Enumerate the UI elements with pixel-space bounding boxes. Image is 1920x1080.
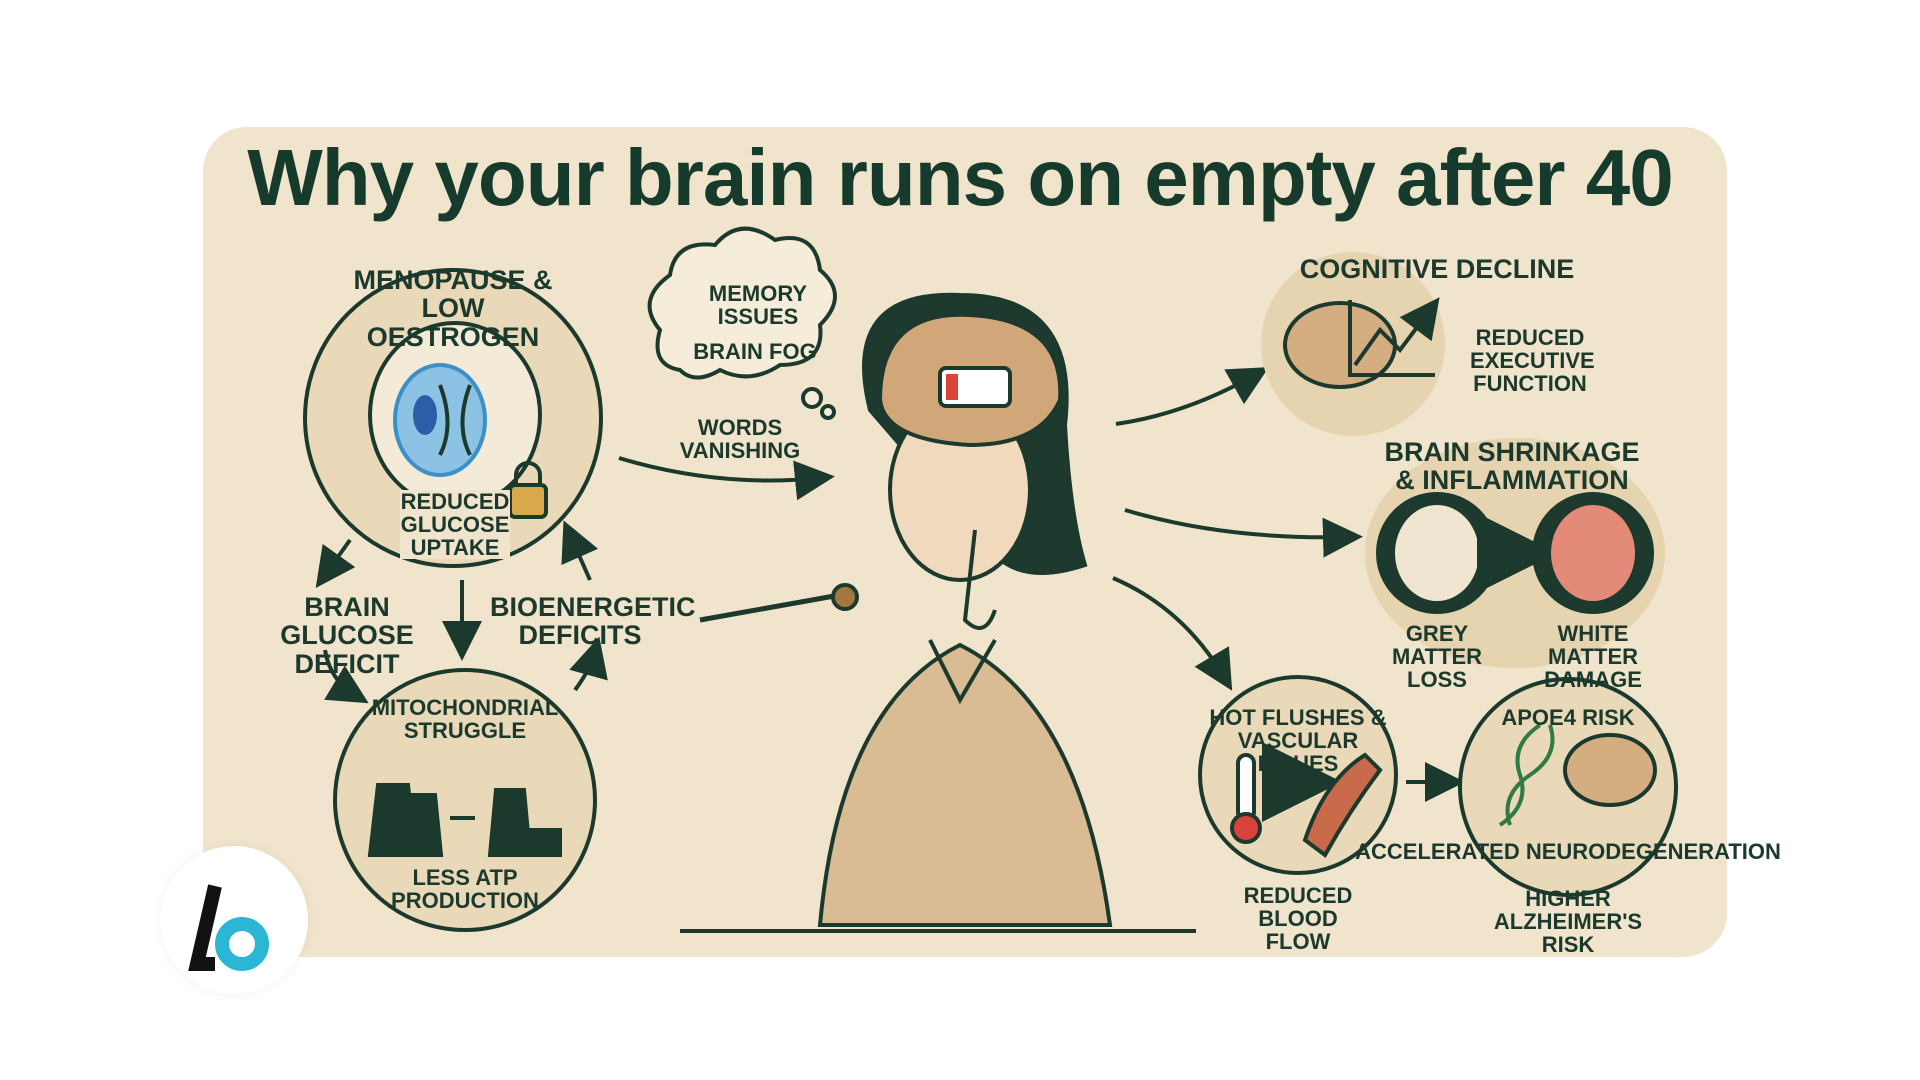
- power-plant-icon: [367, 783, 562, 857]
- mitochondria-heading: MITOCHONDRIAL STRUGGLE: [371, 695, 559, 744]
- words-vanishing-text: WORDS VANISHING: [679, 415, 801, 464]
- logo-b-icon: [188, 884, 269, 971]
- brain-scan-icon: [368, 321, 542, 509]
- glucose-uptake-caption: REDUCED GLUCOSE UPTAKE: [400, 489, 510, 561]
- brain-icon: [1563, 733, 1657, 807]
- alzheimers-caption: HIGHER ALZHEIMER'S RISK: [1493, 886, 1643, 958]
- executive-caption: REDUCED EXECUTIVE FUNCTION: [1470, 325, 1595, 397]
- page-title: Why your brain runs on empty after 40: [247, 133, 1673, 222]
- memory-issues-text: MEMORY ISSUES: [708, 281, 808, 330]
- bioenergetic-label: BIOENERGETIC DEFICITS: [490, 592, 696, 651]
- apoe4-heading: APOE4 RISK: [1501, 705, 1635, 730]
- glucose-deficit-label: BRAIN GLUCOSE DEFICIT: [280, 592, 414, 679]
- grey-matter-caption: GREY MATTER LOSS: [1391, 621, 1483, 693]
- woman-figure: [680, 292, 1196, 933]
- lock-icon: [508, 461, 548, 519]
- shrinkage-heading: BRAIN SHRINKAGE & INFLAMMATION: [1384, 437, 1640, 496]
- neurodegeneration-caption: ACCELERATED NEURODEGENERATION: [1355, 839, 1781, 864]
- dna-icon: [1498, 723, 1555, 827]
- oestrogen-heading: MENOPAUSE & LOW OESTROGEN: [353, 265, 553, 352]
- brain-chart-icon: [1283, 297, 1440, 389]
- thermometer-icon: [1230, 753, 1262, 844]
- cognitive-heading: COGNITIVE DECLINE: [1299, 254, 1575, 284]
- white-matter-caption: WHITE MATTER DAMAGE: [1544, 621, 1642, 693]
- flushes-heading: HOT FLUSHES & VASCULAR ISSUES: [1209, 705, 1387, 777]
- blood-flow-caption: REDUCED BLOOD FLOW: [1243, 883, 1353, 955]
- mitochondria-circle: [333, 668, 597, 932]
- atp-caption: LESS ATP PRODUCTION: [391, 865, 539, 914]
- brand-logo: [160, 846, 308, 994]
- blood-vessel-icon: [1302, 752, 1383, 858]
- brain-fog-text: BRAIN FOG: [693, 339, 817, 364]
- apoe4-circle: [1458, 677, 1678, 897]
- thought-cloud: [647, 226, 837, 380]
